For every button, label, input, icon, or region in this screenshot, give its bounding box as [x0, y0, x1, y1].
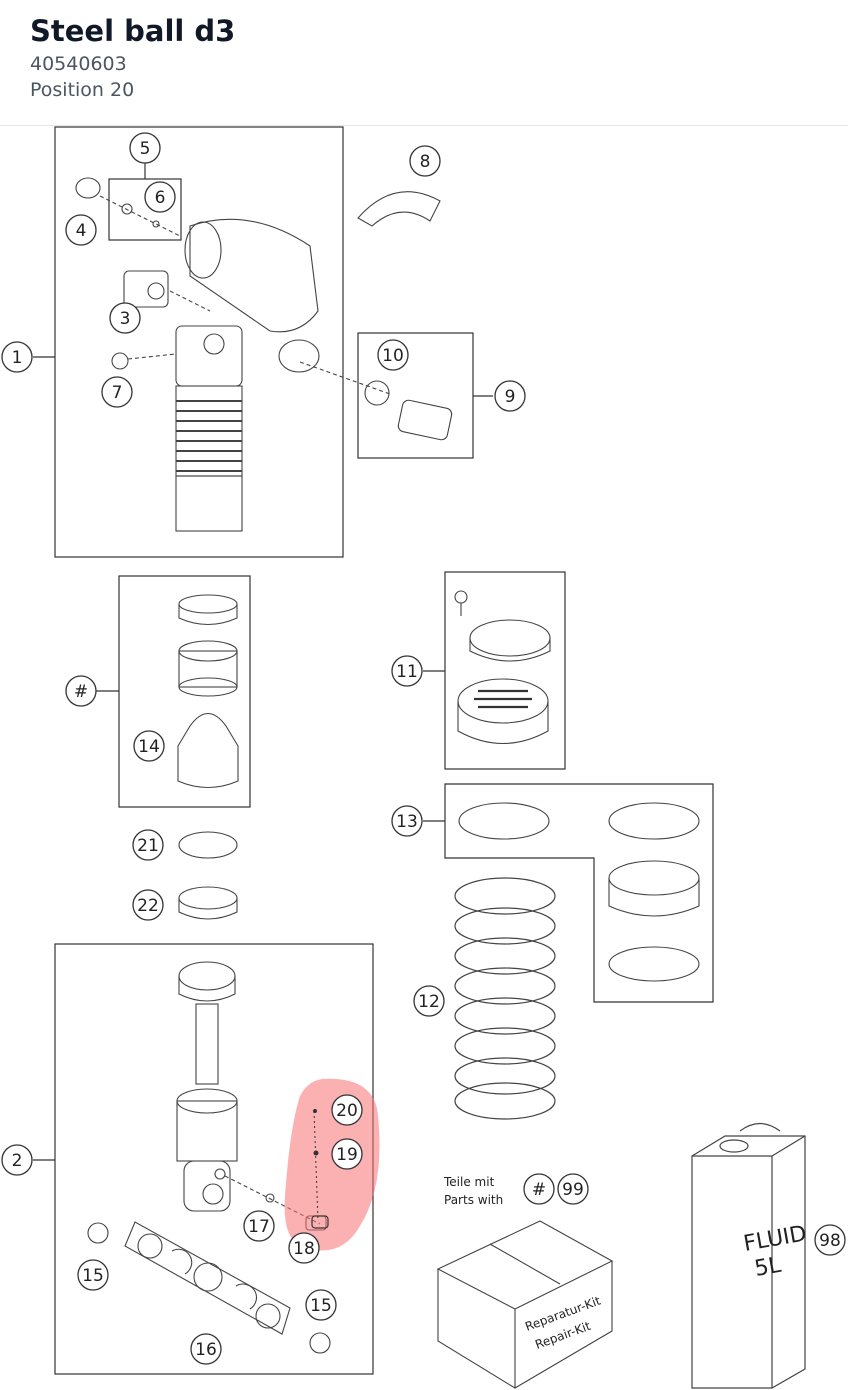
svg-text:8: 8	[420, 152, 431, 172]
preload-adjuster	[454, 590, 551, 745]
svg-text:6: 6	[155, 188, 166, 208]
header: Steel ball d3 40540603 Position 20	[0, 0, 848, 126]
callout-2[interactable]: 2	[1, 1144, 33, 1176]
svg-text:15: 15	[82, 1266, 104, 1286]
svg-text:21: 21	[137, 836, 159, 856]
svg-text:22: 22	[137, 896, 159, 916]
svg-text:2: 2	[12, 1151, 23, 1171]
svg-text:16: 16	[195, 1340, 217, 1360]
svg-text:3: 3	[120, 309, 131, 329]
callout-6[interactable]: 6	[144, 181, 176, 213]
valve-part	[364, 380, 453, 441]
svg-text:11: 11	[396, 662, 418, 682]
svg-text:19: 19	[336, 1145, 358, 1165]
kit-note-german: Teile mit	[443, 1175, 495, 1189]
part-title: Steel ball d3	[30, 14, 236, 48]
fluid-label-1: FLUID	[742, 1221, 809, 1257]
callout-22[interactable]: 22	[132, 889, 164, 921]
highlight-marker	[284, 1078, 380, 1251]
callout-12[interactable]: 12	[413, 985, 445, 1017]
callout-8[interactable]: 8	[409, 145, 441, 177]
damper-rod	[87, 961, 331, 1354]
group-box-1	[54, 126, 344, 558]
sticker-part	[357, 191, 441, 227]
svg-text:5: 5	[140, 139, 151, 159]
callout-19[interactable]: 19	[331, 1138, 363, 1170]
shock-body	[75, 177, 391, 532]
callout-hash-kit[interactable]: #	[523, 1173, 555, 1205]
group-box-hash	[118, 575, 251, 808]
svg-text:#: #	[74, 682, 88, 702]
callout-1[interactable]: 1	[1, 341, 33, 373]
callout-3[interactable]: 3	[109, 302, 141, 334]
svg-text:4: 4	[76, 221, 87, 241]
svg-text:99: 99	[562, 1180, 584, 1200]
repair-kit-box	[436, 1220, 614, 1389]
callout-17[interactable]: 17	[243, 1210, 275, 1242]
svg-text:12: 12	[418, 992, 440, 1012]
adjuster-texture	[474, 689, 532, 709]
callout-99[interactable]: 99	[557, 1173, 589, 1205]
svg-text:#: #	[532, 1180, 546, 1200]
fluid-label-2: 5L	[753, 1253, 784, 1282]
svg-text:18: 18	[293, 1239, 315, 1259]
callout-14[interactable]: 14	[133, 730, 165, 762]
group-box-9	[357, 332, 474, 459]
svg-text:20: 20	[336, 1101, 358, 1121]
shock-bellows	[176, 400, 242, 472]
part-position: Position 20	[30, 79, 135, 101]
circlip-and-seal	[178, 831, 238, 920]
callout-18[interactable]: 18	[288, 1232, 320, 1264]
callout-11[interactable]: 11	[391, 655, 423, 687]
part-number: 40540603	[30, 53, 127, 75]
callout-13[interactable]: 13	[391, 805, 423, 837]
fluid-can	[691, 1122, 806, 1389]
group-box-11	[444, 571, 566, 770]
callout-7[interactable]: 7	[101, 376, 133, 408]
svg-text:1: 1	[12, 348, 23, 368]
spring	[454, 877, 556, 1120]
callout-21[interactable]: 21	[132, 829, 164, 861]
callout-10[interactable]: 10	[377, 339, 409, 371]
callout-4[interactable]: 4	[65, 214, 97, 246]
svg-text:17: 17	[248, 1217, 270, 1237]
svg-text:15: 15	[310, 1296, 332, 1316]
svg-text:13: 13	[396, 812, 418, 832]
bumper-parts	[177, 594, 239, 789]
svg-text:9: 9	[505, 387, 516, 407]
seal-kit-strip	[124, 1221, 291, 1335]
exploded-parts-diagram: Reparatur-Kit Repair-Kit Teile mit Parts…	[1, 126, 846, 1389]
group-box-13	[444, 783, 714, 1003]
spring-seats	[458, 802, 700, 982]
callout-15-right[interactable]: 15	[305, 1289, 337, 1321]
callout-16[interactable]: 16	[190, 1333, 222, 1365]
callout-hash[interactable]: #	[65, 675, 97, 707]
callout-5[interactable]: 5	[129, 132, 161, 164]
svg-text:7: 7	[112, 383, 123, 403]
svg-text:98: 98	[819, 1231, 841, 1251]
svg-text:10: 10	[382, 346, 404, 366]
callout-15-left[interactable]: 15	[77, 1259, 109, 1291]
callout-98[interactable]: 98	[814, 1224, 846, 1256]
kit-note-english: Parts with	[444, 1193, 503, 1207]
callout-9[interactable]: 9	[494, 380, 526, 412]
callout-20[interactable]: 20	[331, 1094, 363, 1126]
svg-text:14: 14	[138, 737, 160, 757]
